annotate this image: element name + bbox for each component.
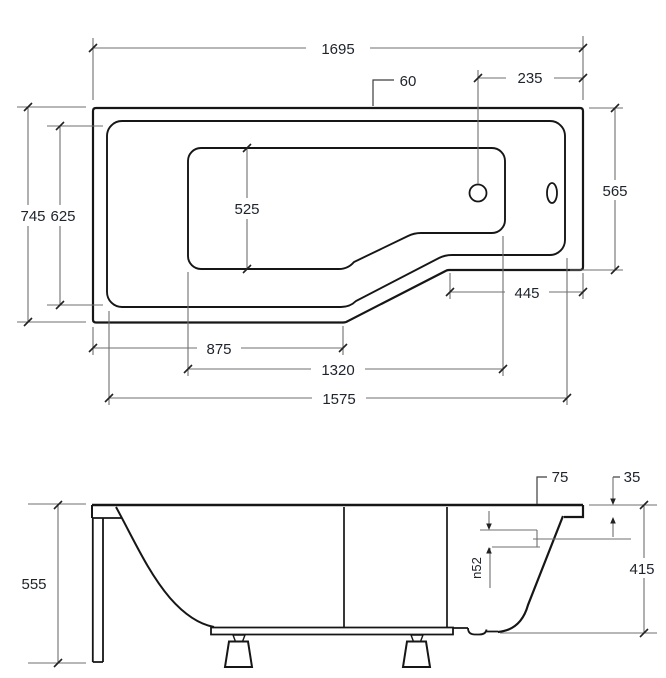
- label-body-height: 415: [629, 561, 654, 578]
- label-total-length: 1695: [321, 41, 354, 58]
- dim-overflow: [480, 511, 631, 588]
- rim-right-step: [564, 505, 585, 519]
- dim-inner-width: [47, 121, 103, 310]
- label-inner-length: 1575: [322, 391, 355, 408]
- drain-hole: [468, 183, 488, 203]
- label-foot-edge: 445: [514, 285, 539, 302]
- label-overflow-diameter: n52: [469, 557, 484, 579]
- label-basin-width: 525: [234, 201, 259, 218]
- dim-right-width: [570, 103, 623, 275]
- basin-outline: [187, 147, 506, 270]
- label-total-height: 555: [21, 576, 46, 593]
- dimension-lines: [17, 36, 657, 668]
- dim-head-offset: [372, 79, 394, 106]
- dim-total-height: [28, 500, 86, 668]
- label-rim-overhang: 75: [552, 469, 569, 486]
- label-total-width: 745: [20, 208, 45, 225]
- apron-strip: [91, 517, 122, 663]
- dim-inner-length: [104, 258, 572, 405]
- interior-wall-curve: [115, 506, 215, 628]
- label-rim-edge: 35: [624, 469, 641, 486]
- dim-basin-length: [183, 236, 508, 376]
- label-head-offset: 60: [400, 73, 417, 90]
- label-right-width: 565: [602, 183, 627, 200]
- right-end-slant: [497, 515, 565, 634]
- bottom-edge-notch: [453, 627, 498, 636]
- dimension-labels: 1695 235 60 565 745 625 525 445 875 1320…: [14, 38, 663, 594]
- top-view: [91, 106, 585, 324]
- label-drain-offset: 235: [517, 70, 542, 87]
- dim-wide-section: [88, 326, 348, 355]
- dim-rim-overhang: [536, 476, 547, 504]
- dim-rim-edge: [610, 476, 620, 537]
- side-view: [91, 503, 585, 668]
- overflow-hole: [546, 182, 558, 204]
- dim-total-length: [88, 36, 588, 100]
- label-wide-section: 875: [206, 341, 231, 358]
- panel-seam-lines: [343, 507, 448, 628]
- label-basin-length: 1320: [321, 362, 354, 379]
- foot-right: [401, 640, 432, 668]
- label-inner-width: 625: [50, 208, 75, 225]
- base-plate: [210, 626, 454, 636]
- foot-left: [223, 640, 254, 668]
